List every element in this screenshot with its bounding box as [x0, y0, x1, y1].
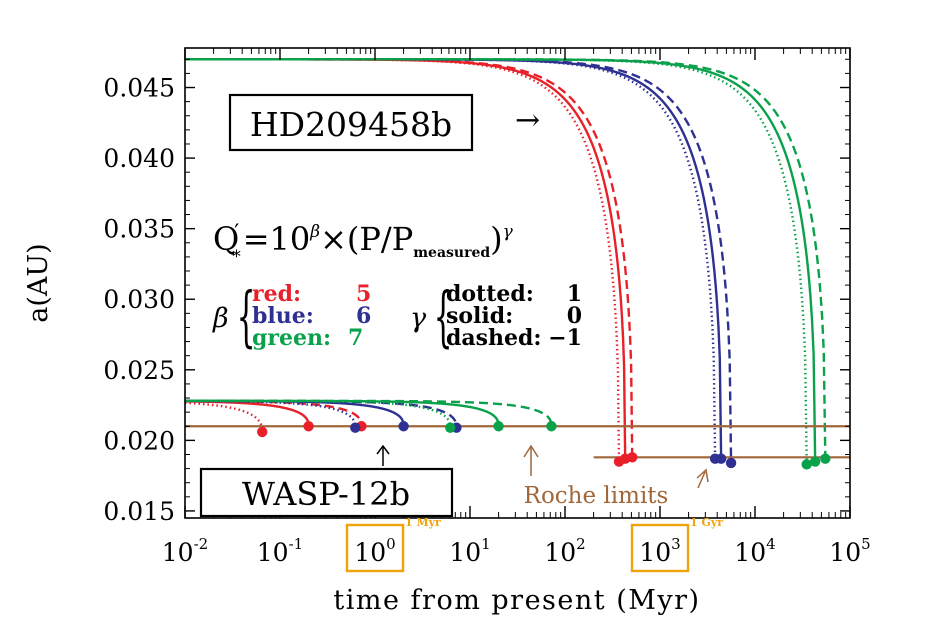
- endpoint-markers: [257, 421, 831, 470]
- series-wasp-12b-dashed-14: [185, 399, 458, 428]
- series-wasp-12b-dashed-17: [185, 399, 553, 427]
- x-tick-label: 104: [734, 535, 775, 567]
- gamma-legend-value-1: 0: [567, 303, 582, 329]
- highlight-box-0: [345, 523, 405, 573]
- highlight-note-1: 1 Gyr: [690, 516, 723, 529]
- roche-label: Roche limits: [524, 483, 669, 509]
- y-tick-label: 0.025: [103, 356, 175, 385]
- y-tick-label: 0.020: [103, 426, 175, 455]
- endpoint-marker-17: [546, 421, 557, 432]
- gamma-legend-name-1: solid:: [446, 303, 513, 329]
- axis-ticks: 0.015 0.020 0.025 0.030 0.035 0.040 0.045 10-2 1…: [103, 48, 871, 573]
- y-tick-label: 0.015: [103, 497, 175, 526]
- endpoint-marker-2: [627, 452, 638, 463]
- annotations: time from present (Myr) a(AU) HD209458b → Q′…: [23, 93, 709, 616]
- beta-legend-value-2: 7: [348, 325, 363, 351]
- beta-legend-name-1: blue:: [252, 303, 314, 329]
- y-tick-label: 0.030: [103, 285, 175, 314]
- x-tick-label: 103: [639, 535, 680, 567]
- endpoint-marker-16: [493, 421, 504, 432]
- series-layer: [185, 58, 827, 465]
- roche-limit-lines: [185, 425, 850, 459]
- endpoint-marker-5: [725, 457, 737, 469]
- hd-label-box: [228, 93, 474, 152]
- y-axis-label: a(AU): [23, 243, 54, 322]
- gamma-legend-name-0: dotted:: [446, 281, 534, 307]
- highlight-box-1: [630, 523, 690, 573]
- q-formula: Q′*=10β×(P/Pmeasured)γ: [213, 220, 514, 267]
- highlight-note-0: 1 Myr: [405, 516, 441, 529]
- gamma-brace: {: [434, 280, 453, 356]
- endpoint-marker-8: [820, 453, 831, 464]
- beta-legend-name-2: green:: [252, 325, 331, 351]
- x-tick-label: 101: [449, 535, 490, 567]
- gamma-legend-name-2: dashed:: [446, 325, 542, 351]
- plot-frame: [184, 47, 851, 519]
- x-tick-label: 102: [544, 535, 585, 567]
- series-wasp-12b-dotted-9: [185, 401, 264, 432]
- beta-legend-value-0: 5: [356, 281, 371, 307]
- beta-symbol: β: [212, 303, 229, 334]
- series-hd209458b-dashed-8: [185, 58, 827, 459]
- endpoint-marker-13: [398, 421, 409, 432]
- x-tick-label: 10-1: [257, 535, 303, 567]
- roche-arrow-right-head: [696, 468, 709, 483]
- wasp-label-box: [199, 467, 454, 518]
- series-wasp-12b-dotted-15: [185, 399, 452, 428]
- y-tick-label: 0.040: [103, 144, 175, 173]
- endpoint-marker-15: [445, 422, 456, 433]
- gamma-legend-value-0: 1: [567, 281, 582, 307]
- endpoint-marker-12: [350, 422, 361, 433]
- hd-arrow: →: [515, 103, 540, 138]
- x-axis-label: time from present (Myr): [333, 585, 700, 616]
- gamma-legend-value-2: −1: [548, 325, 582, 351]
- wasp-arrow-head: [376, 444, 390, 455]
- x-tick-label: 10-2: [162, 535, 208, 567]
- y-tick-label: 0.035: [103, 215, 175, 244]
- endpoint-marker-10: [303, 421, 314, 432]
- endpoint-marker-9: [257, 426, 268, 438]
- y-tick-label: 0.045: [103, 74, 175, 103]
- endpoint-marker-6: [801, 459, 812, 470]
- endpoint-marker-4: [715, 453, 727, 464]
- wasp-label: WASP-12b: [242, 475, 410, 513]
- beta-brace: {: [237, 280, 256, 356]
- roche-arrow-left-head: [523, 444, 539, 458]
- x-tick-label: 105: [829, 535, 870, 567]
- series-wasp-12b-solid-16: [185, 399, 500, 427]
- gamma-symbol: γ: [410, 303, 427, 334]
- x-tick-label: 100: [354, 535, 395, 567]
- beta-legend-value-1: 6: [356, 303, 371, 329]
- endpoint-marker-7: [809, 456, 821, 467]
- hd-label: HD209458b: [250, 105, 452, 144]
- beta-legend-name-0: red:: [252, 281, 301, 307]
- roche-arrow-right-shaft: [697, 471, 706, 489]
